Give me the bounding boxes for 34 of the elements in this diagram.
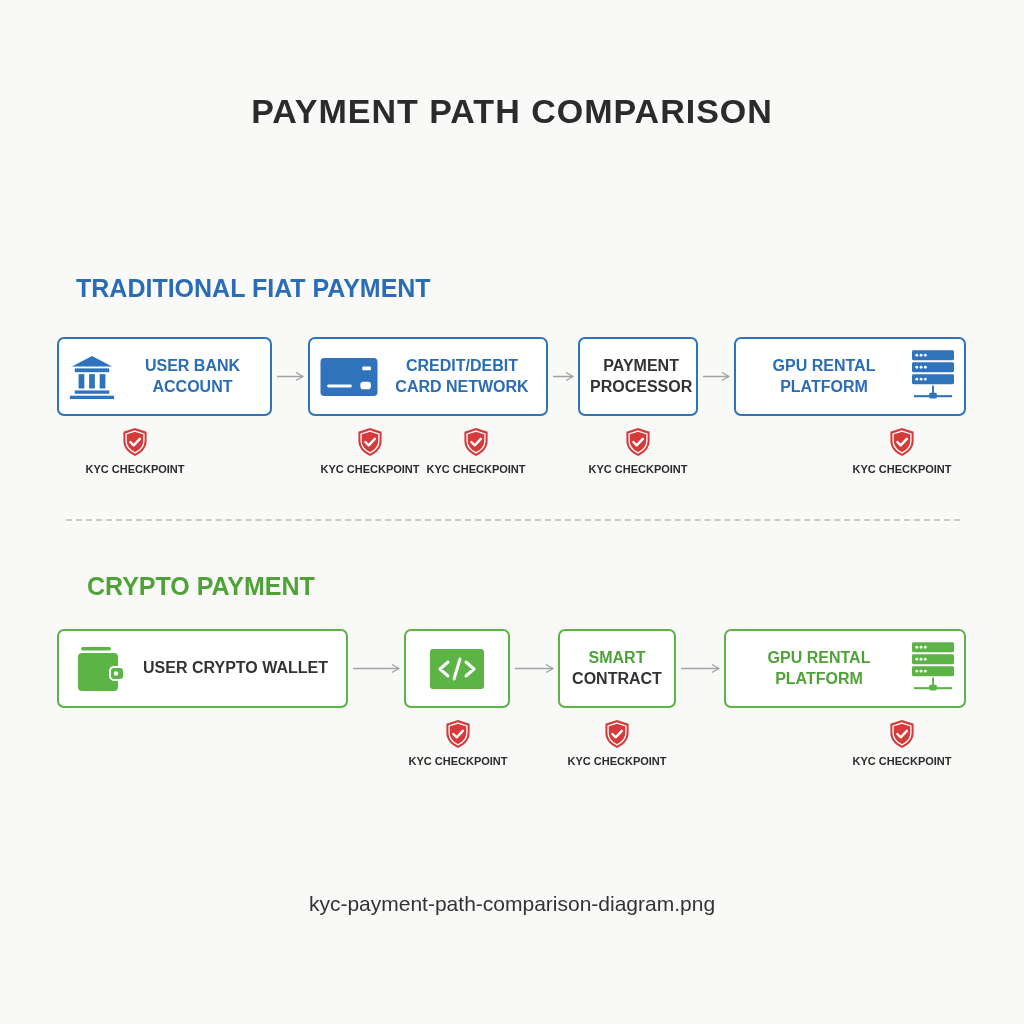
arrow bbox=[514, 663, 554, 674]
section-heading: CRYPTO PAYMENT bbox=[87, 572, 315, 601]
arrow bbox=[552, 371, 574, 382]
process-box bbox=[57, 337, 272, 416]
process-box bbox=[578, 337, 698, 416]
node-label: USER BANK ACCOUNT bbox=[143, 355, 242, 397]
node-label: USER CRYPTO WALLET bbox=[143, 658, 328, 679]
node-label: CONTRACT bbox=[572, 668, 662, 689]
process-box bbox=[724, 629, 966, 708]
arrow bbox=[276, 371, 304, 382]
process-box bbox=[308, 337, 548, 416]
arrow bbox=[702, 371, 730, 382]
arrow bbox=[680, 663, 720, 674]
process-box bbox=[57, 629, 348, 708]
checkpoint-label: KYC CHECKPOINT bbox=[852, 463, 952, 475]
caption: kyc-payment-path-comparison-diagram.png bbox=[308, 892, 716, 916]
node-label: SMART bbox=[588, 647, 646, 668]
process-box bbox=[404, 629, 510, 708]
checkpoint-label: KYC CHECKPOINT bbox=[852, 755, 952, 767]
section-heading: TRADITIONAL FIAT PAYMENT bbox=[76, 274, 431, 303]
node-label: GPU RENTAL PLATFORM bbox=[766, 647, 872, 689]
checkpoint-label: KYC CHECKPOINT bbox=[588, 463, 688, 475]
checkpoint-label: KYC CHECKPOINT bbox=[426, 463, 526, 475]
process-box bbox=[734, 337, 966, 416]
arrow bbox=[352, 663, 400, 674]
checkpoint-label: KYC CHECKPOINT bbox=[567, 755, 667, 767]
checkpoint-label: KYC CHECKPOINT bbox=[320, 463, 420, 475]
checkpoint-label: KYC CHECKPOINT bbox=[85, 463, 185, 475]
node-label: CREDIT/DEBIT CARD NETWORK bbox=[394, 355, 530, 397]
process-box bbox=[558, 629, 676, 708]
title: PAYMENT PATH COMPARISON bbox=[251, 92, 773, 131]
checkpoint-label: KYC CHECKPOINT bbox=[408, 755, 508, 767]
node-label: GPU RENTAL PLATFORM bbox=[771, 355, 877, 397]
node-label: PAYMENT PROCESSOR bbox=[590, 355, 693, 397]
